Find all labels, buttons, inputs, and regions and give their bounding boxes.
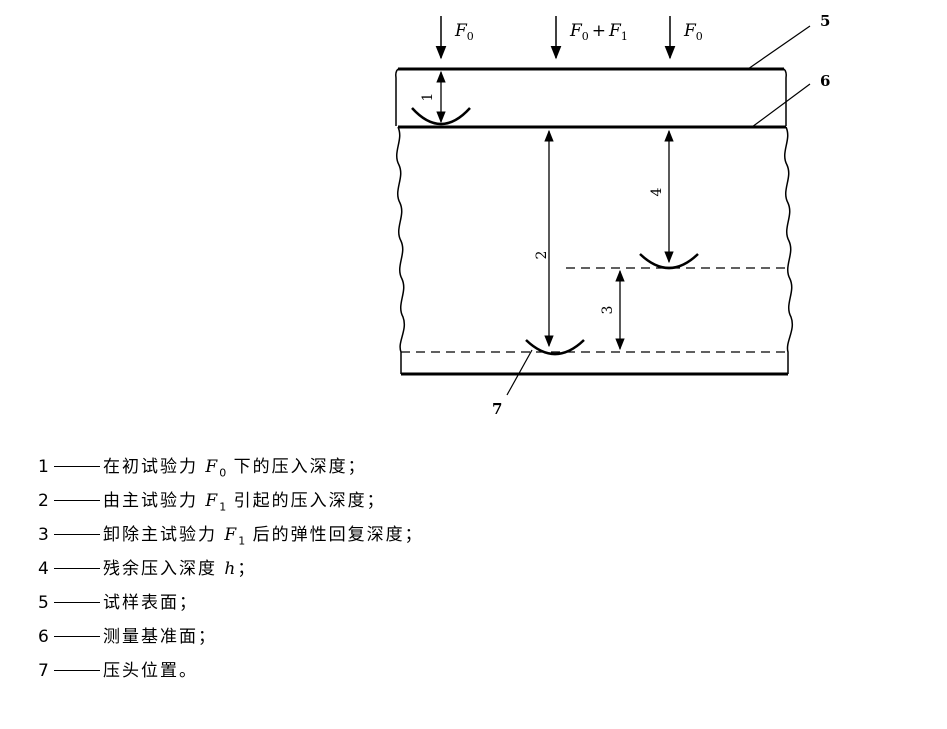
callout-leader-6 [751,83,811,128]
indenter-arc-residual [639,253,699,270]
callout-label-5: 5 [820,12,830,30]
dimension-label-2: 2 [534,251,550,260]
indentation-diagram: F0 F0+F1 F0 1 2 3 4 5 6 7 [395,12,830,418]
force-label-right: F0 [683,21,703,43]
callout-leader-7 [506,349,533,396]
specimen-right-break-edge [783,126,793,374]
callout-label-6: 6 [820,72,830,90]
force-label-left: F0 [454,21,474,43]
specimen-left-break-edge [395,126,405,374]
callout-leader-5 [747,25,811,70]
specimen-top-left-edge [395,68,399,126]
indenter-arc-max [525,339,585,356]
dimension-label-4: 4 [649,187,665,196]
force-label-middle: F0+F1 [569,21,628,43]
specimen-top-right-edge [783,68,787,126]
indenter-arc-initial [411,107,471,126]
dimension-label-1: 1 [420,93,436,102]
callout-label-7: 7 [492,400,502,418]
dimension-label-3: 3 [600,306,616,315]
